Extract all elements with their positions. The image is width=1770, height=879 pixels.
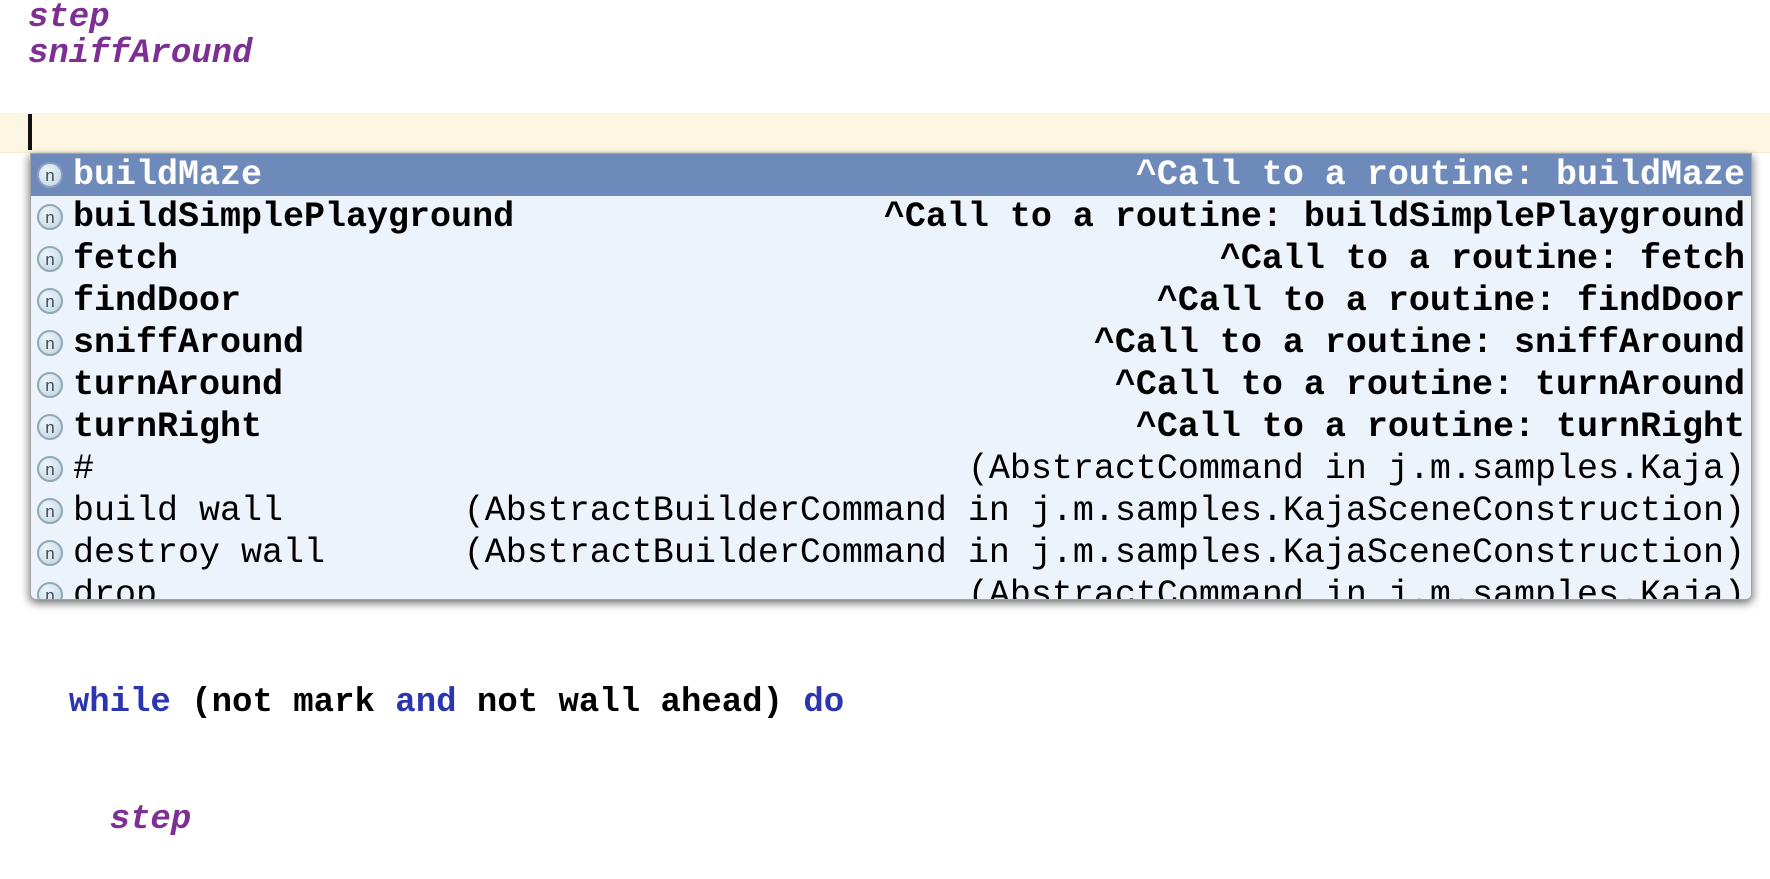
text-caret — [28, 114, 32, 150]
completion-item-sniffAround[interactable]: n sniffAround ^Call to a routine: sniffA… — [31, 322, 1751, 364]
command-icon: n — [37, 456, 63, 482]
completion-item-buildSimplePlayground[interactable]: n buildSimplePlayground ^Call to a routi… — [31, 196, 1751, 238]
code-text: not wall ahead — [456, 684, 763, 722]
routine-icon: n — [37, 372, 63, 398]
code-line-step-bottom[interactable]: step — [28, 801, 844, 840]
completion-label: sniffAround — [73, 323, 305, 363]
completion-description: ^Call to a routine: buildSimplePlaygroun… — [883, 197, 1745, 237]
completion-item-findDoor[interactable]: n findDoor ^Call to a routine: findDoor — [31, 280, 1751, 322]
completion-description: (AbstractCommand in j.m.samples.Kaja) — [967, 575, 1745, 600]
code-line-while[interactable]: while (not mark and not wall ahead) do — [28, 684, 844, 723]
completion-label: turnAround — [73, 365, 284, 405]
editor-code-bottom[interactable]: while (not mark and not wall ahead) do s… — [28, 606, 844, 879]
completion-label: findDoor — [73, 281, 242, 321]
routine-icon: n — [37, 204, 63, 230]
autocomplete-popup: n buildMaze ^Call to a routine: buildMaz… — [30, 153, 1752, 600]
completion-item-buildMaze[interactable]: n buildMaze ^Call to a routine: buildMaz… — [31, 154, 1751, 196]
completion-label: # — [73, 449, 95, 489]
completion-item-build-wall[interactable]: n build wall (AbstractBuilderCommand in … — [31, 490, 1751, 532]
completion-description: ^Call to a routine: sniffAround — [1093, 323, 1745, 363]
completion-description: (AbstractBuilderCommand in j.m.samples.K… — [463, 533, 1745, 573]
indent — [28, 801, 110, 839]
keyword-while: while — [68, 684, 171, 722]
routine-icon: n — [37, 330, 63, 356]
completion-label: destroy wall — [73, 533, 326, 573]
routine-icon: n — [37, 246, 63, 272]
completion-label: buildMaze — [73, 155, 263, 195]
completion-item-drop[interactable]: n drop (AbstractCommand in j.m.samples.K… — [31, 574, 1751, 600]
keyword-do: do — [803, 684, 845, 722]
completion-label: fetch — [73, 239, 179, 279]
completion-item-fetch[interactable]: n fetch ^Call to a routine: fetch — [31, 238, 1751, 280]
completion-label: build wall — [73, 491, 284, 531]
completion-item-turnRight[interactable]: n turnRight ^Call to a routine: turnRigh… — [31, 406, 1751, 448]
completion-description: ^Call to a routine: turnAround — [1114, 365, 1745, 405]
command-icon: n — [37, 582, 63, 599]
completion-label: buildSimplePlayground — [73, 197, 515, 237]
routine-call-step: step — [109, 801, 192, 839]
completion-item-destroy-wall[interactable]: n destroy wall (AbstractBuilderCommand i… — [31, 532, 1751, 574]
completion-description: ^Call to a routine: buildMaze — [1135, 155, 1745, 195]
completion-item-hash[interactable]: n # (AbstractCommand in j.m.samples.Kaja… — [31, 448, 1751, 490]
keyword-and: and — [395, 684, 457, 722]
routine-icon: n — [37, 162, 63, 188]
code-text: ) — [762, 684, 804, 722]
command-icon: n — [37, 540, 63, 566]
routine-icon: n — [37, 414, 63, 440]
completion-label: drop — [73, 575, 158, 600]
completion-description: ^Call to a routine: turnRight — [1135, 407, 1745, 447]
indent — [28, 684, 69, 722]
code-text: not mark — [211, 684, 396, 722]
completion-label: turnRight — [73, 407, 263, 447]
code-line-step[interactable]: step — [28, 0, 110, 37]
completion-description: (AbstractBuilderCommand in j.m.samples.K… — [463, 491, 1745, 531]
completion-description: ^Call to a routine: fetch — [1219, 239, 1745, 279]
code-line-sniffaround[interactable]: sniffAround — [28, 35, 253, 73]
completion-description: ^Call to a routine: findDoor — [1156, 281, 1745, 321]
command-icon: n — [37, 498, 63, 524]
completion-description: (AbstractCommand in j.m.samples.Kaja) — [967, 449, 1745, 489]
current-line-highlight[interactable] — [0, 113, 1770, 153]
code-text: ( — [170, 684, 212, 722]
routine-icon: n — [37, 288, 63, 314]
completion-item-turnAround[interactable]: n turnAround ^Call to a routine: turnAro… — [31, 364, 1751, 406]
